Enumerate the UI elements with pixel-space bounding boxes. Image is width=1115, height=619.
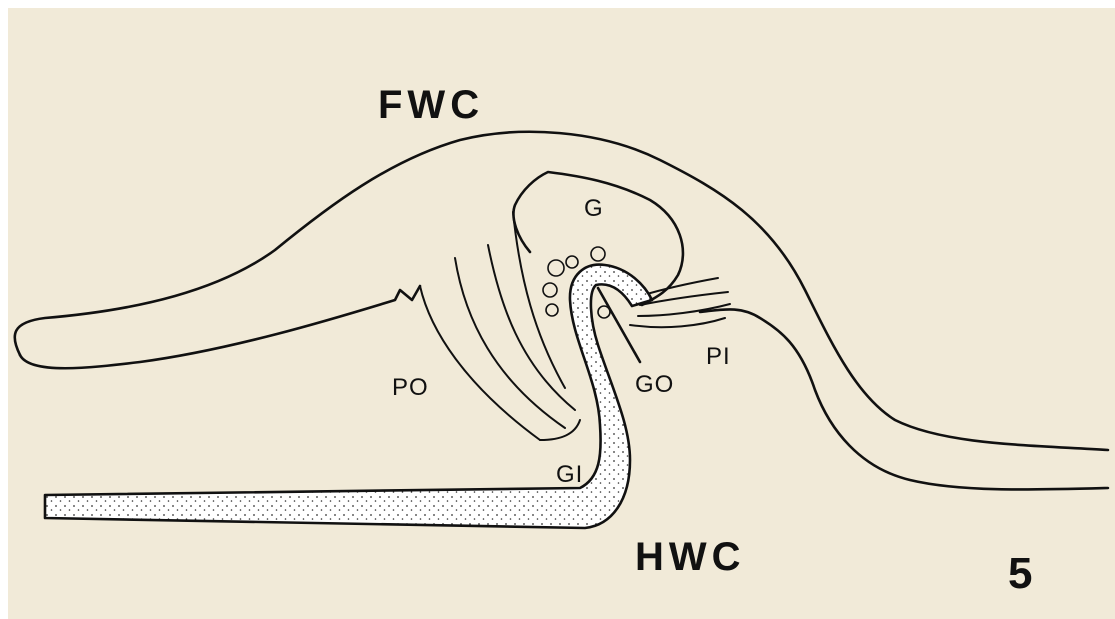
g-label: G bbox=[584, 195, 604, 222]
go-label: GO bbox=[635, 371, 674, 398]
hwc-label: HWC bbox=[635, 535, 746, 579]
pi-label: PI bbox=[706, 343, 731, 370]
gi-label: GI bbox=[556, 461, 583, 488]
fwc-label: FWC bbox=[378, 83, 484, 127]
po-label: PO bbox=[392, 374, 429, 401]
figure-number: 5 bbox=[1008, 549, 1032, 598]
